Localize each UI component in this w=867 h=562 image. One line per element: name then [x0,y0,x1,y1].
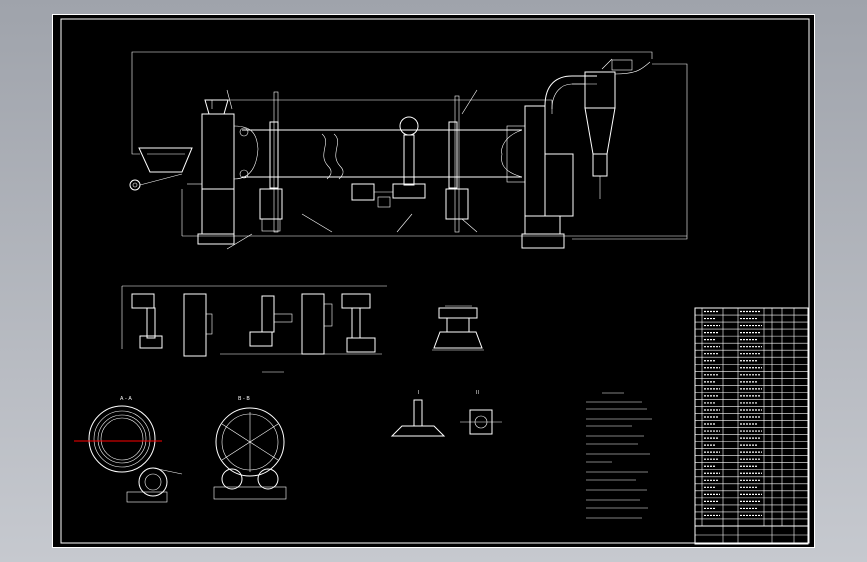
feed-hopper [138,147,193,173]
section-a-label: A - A [120,396,132,402]
technical-notes [586,392,652,519]
section-b-b-view: B - B [213,396,287,500]
support-roller-right [445,188,469,220]
drive-motor [351,183,375,201]
cad-drawing: A - A B - B [52,14,815,548]
feed-motor [129,179,141,191]
bom-rows [695,310,808,520]
support-roller-assembly-view [121,285,387,373]
detail-2-label: II [476,390,479,396]
section-a-a-view: A - A [74,396,183,503]
cyclone-separator [572,59,651,199]
support-roller-left [259,188,283,220]
section-b-label: B - B [238,396,250,402]
roller-detail-view [432,305,484,351]
detail-1-label: I [418,390,419,396]
girth-gear [399,116,419,136]
furnace-head [201,113,235,190]
sheet-border [52,14,815,548]
discharge-head [524,105,546,217]
drawing-frame [60,18,810,544]
dryer-elevation-view [129,51,688,250]
drawing-sheet: A - A B - B [52,14,815,548]
drive-gear-box [392,183,426,199]
bill-of-materials-table [694,307,809,545]
riding-ring-right [448,121,458,189]
detail-views: I II [390,390,502,437]
